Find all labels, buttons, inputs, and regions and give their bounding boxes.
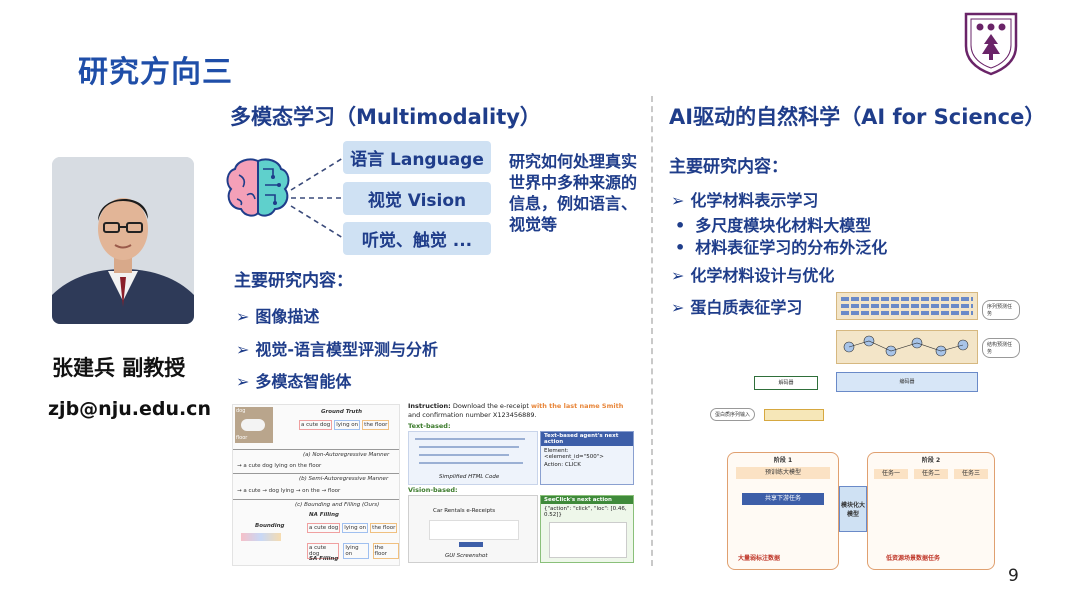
right-item-multiscale-model: •多尺度模块化材料大模型: [675, 216, 872, 235]
modality-audio-touch-box: 听觉、触觉 ...: [343, 222, 491, 255]
sequence-task-label: 序列预测任务: [982, 300, 1020, 320]
dog-image: dog floor: [235, 407, 273, 443]
modality-vision-box: 视觉 Vision: [343, 182, 491, 215]
email-address[interactable]: zjb@nju.edu.cn: [48, 398, 211, 420]
na-filling-label: NA Filling: [309, 512, 339, 518]
gui-screenshot-panel: Car Rentals e-Receipts GUI Screenshot: [408, 495, 538, 563]
sar-label: (b) Semi-Autoregressive Manner: [299, 476, 389, 482]
instruction-text: Instruction: Download the e-receipt with…: [408, 402, 624, 419]
connector-lines: [290, 157, 344, 239]
na-words: a cute dog lying on the floor: [307, 523, 398, 533]
section-divider: [651, 96, 653, 566]
stage2-panel: 阶段 2 任务一 任务二 任务三 低资源场景数据任务: [867, 452, 995, 570]
nar-sentence: → a cute dog lying on the floor: [237, 463, 322, 469]
bf-label: (c) Bounding and Filling (Ours): [295, 502, 380, 508]
right-content-heading: 主要研究内容：: [669, 157, 788, 177]
slide-title: 研究方向三: [78, 55, 233, 90]
left-content-heading: 主要研究内容：: [234, 271, 353, 291]
multimodality-description: 研究如何处理真实世界中多种来源的信息，例如语言、视觉等: [509, 152, 638, 234]
vision-based-label: Vision-based:: [408, 486, 458, 494]
professor-name: 张建兵 副教授: [52, 356, 186, 380]
sar-sentence: → a cute → dog lying → on the → floor: [237, 488, 341, 494]
gui-agent-figure: Instruction: Download the e-receipt with…: [408, 402, 634, 563]
modular-model-arrow: 模块化大模型: [839, 486, 867, 532]
left-item-image-captioning: ➢图像描述: [236, 307, 320, 326]
protein-input-label: 蛋白质序列输入: [710, 408, 756, 421]
right-item-representation: ➢化学材料表示学习: [671, 191, 819, 210]
captioning-figure: dog floor Ground Truth a cute dog lying …: [232, 404, 400, 566]
left-item-multimodal-agent: ➢多模态智能体: [236, 372, 352, 391]
ground-truth-words: a cute dog lying on the floor: [299, 420, 390, 430]
sa-filling-label: SA Filling: [309, 556, 339, 562]
vision-agent-panel: SeeClick's next action {"action": "click…: [540, 495, 634, 563]
nar-label: (a) Non-Autoregressive Manner: [303, 452, 390, 458]
right-item-ood-generalization: •材料表征学习的分布外泛化: [675, 238, 888, 257]
sa-words: a cute dog lying on the floor: [307, 543, 399, 559]
brain-icon: [225, 155, 291, 221]
sequence-grid: [836, 292, 978, 320]
stage1-panel: 阶段 1 预训练大模型 共享下游任务 大量弱标注数据: [727, 452, 839, 570]
right-item-protein-learning: ➢蛋白质表征学习: [671, 298, 803, 317]
protein-model-figure: 序列预测任务 结构预测任务 解码器 编码器 蛋白质序列输入: [710, 288, 1020, 434]
university-logo: [962, 10, 1020, 76]
bounding-label: Bounding: [255, 523, 285, 529]
left-item-vlm-evaluation: ➢视觉-语言模型评测与分析: [236, 340, 439, 359]
bounding-bar: [241, 533, 281, 541]
text-based-label: Text-based:: [408, 422, 451, 430]
graph-panel: [836, 330, 978, 364]
stages-figure: 阶段 1 预训练大模型 共享下游任务 大量弱标注数据 模块化大模型 阶段 2 任…: [727, 452, 995, 570]
structure-task-label: 结构预测任务: [982, 338, 1020, 358]
ground-truth-label: Ground Truth: [321, 409, 363, 415]
ai-science-title: AI驱动的自然科学（AI for Science）: [669, 105, 1046, 129]
decoder-box: 解码器: [754, 376, 818, 390]
modality-language-box: 语言 Language: [343, 141, 491, 174]
right-item-design-optimization: ➢化学材料设计与优化: [671, 266, 835, 285]
multimodality-title: 多模态学习（Multimodality）: [230, 105, 541, 129]
portrait-photo: [52, 157, 194, 324]
encoder-box: 编码器: [836, 372, 978, 392]
text-agent-panel: Text-based agent's next action Element: …: [540, 431, 634, 485]
html-code-panel: Simplified HTML Code: [408, 431, 538, 485]
page-number: 9: [1008, 566, 1019, 586]
